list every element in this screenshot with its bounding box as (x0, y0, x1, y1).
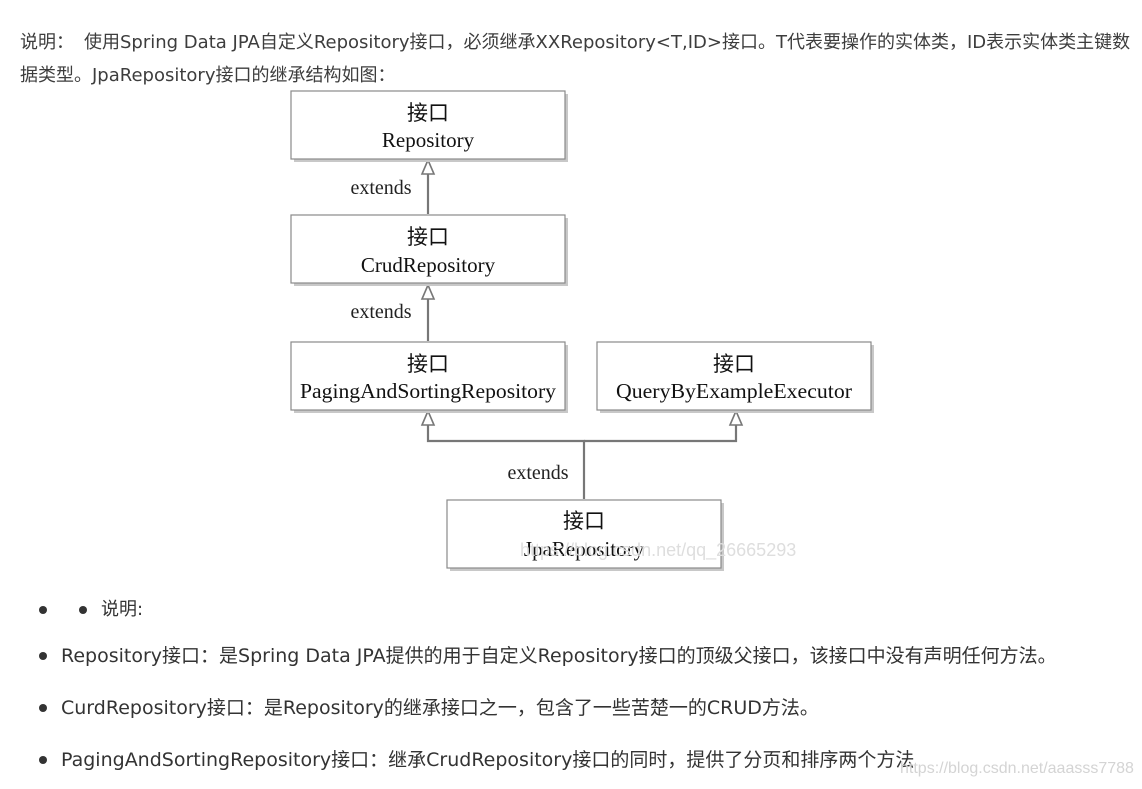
box-jpa-keyword: 接口 (563, 509, 605, 533)
list-item-paging-repository: PagingAndSortingRepository接口：继承CrudRepos… (0, 734, 1142, 786)
list-item-nested-label: 说明: (0, 590, 1142, 630)
footer-watermark: https://blog.csdn.net/aaasss7788 (900, 760, 1134, 777)
notes-list: 说明: Repository接口：是Spring Data JPA提供的用于自定… (0, 590, 1142, 786)
edge-label-extends-2: extends (350, 301, 411, 323)
box-query-keyword: 接口 (713, 352, 755, 376)
intro-text: 使用Spring Data JPA自定义Repository接口，必须继承XXR… (20, 32, 1131, 86)
box-repository-keyword: 接口 (407, 101, 449, 125)
edge-label-extends-3: extends (507, 462, 568, 484)
connector-jpa-to-paging (426, 422, 586, 499)
box-repository: 接口 Repository (290, 90, 568, 162)
box-crud-repository-keyword: 接口 (407, 225, 449, 249)
intro-lead: 说明： (20, 32, 74, 53)
nested-bullet (79, 606, 87, 614)
note-repository: Repository接口：是Spring Data JPA提供的用于自定义Rep… (61, 645, 1057, 667)
box-query-by-example-executor: 接口 QueryByExampleExecutor (596, 341, 874, 413)
note-crud-repository: CurdRepository接口：是Repository的继承接口之一，包含了一… (61, 697, 819, 719)
box-repository-name: Repository (382, 128, 475, 152)
connector-jpa-to-query (584, 422, 738, 443)
box-crud-repository-name: CrudRepository (361, 253, 496, 277)
arrowhead-repository (420, 157, 436, 175)
arrowhead-paging (420, 408, 436, 426)
box-paging-keyword: 接口 (407, 352, 449, 376)
arrowhead-crud (420, 282, 436, 300)
box-paging-name: PagingAndSortingRepository (300, 379, 557, 403)
box-query-name: QueryByExampleExecutor (616, 379, 852, 403)
arrowhead-query (728, 408, 744, 426)
diagram-watermark: https://blog.csdn.net/qq_26665293 (520, 540, 796, 561)
nested-label: 说明: (101, 599, 144, 620)
intro-paragraph: 说明：使用Spring Data JPA自定义Repository接口，必须继承… (20, 26, 1135, 92)
edge-label-extends-1: extends (350, 177, 411, 199)
box-crud-repository: 接口 CrudRepository (290, 214, 568, 286)
box-paging-and-sorting-repository: 接口 PagingAndSortingRepository (290, 341, 568, 413)
box-jpa-name: JpaRepository (524, 537, 645, 561)
list-item-crud-repository: CurdRepository接口：是Repository的继承接口之一，包含了一… (0, 682, 1142, 734)
list-item-repository: Repository接口：是Spring Data JPA提供的用于自定义Rep… (0, 630, 1142, 682)
box-jpa-repository: 接口 JpaRepository (446, 499, 724, 571)
note-paging-repository: PagingAndSortingRepository接口：继承CrudRepos… (61, 749, 915, 771)
connectors (420, 157, 744, 499)
